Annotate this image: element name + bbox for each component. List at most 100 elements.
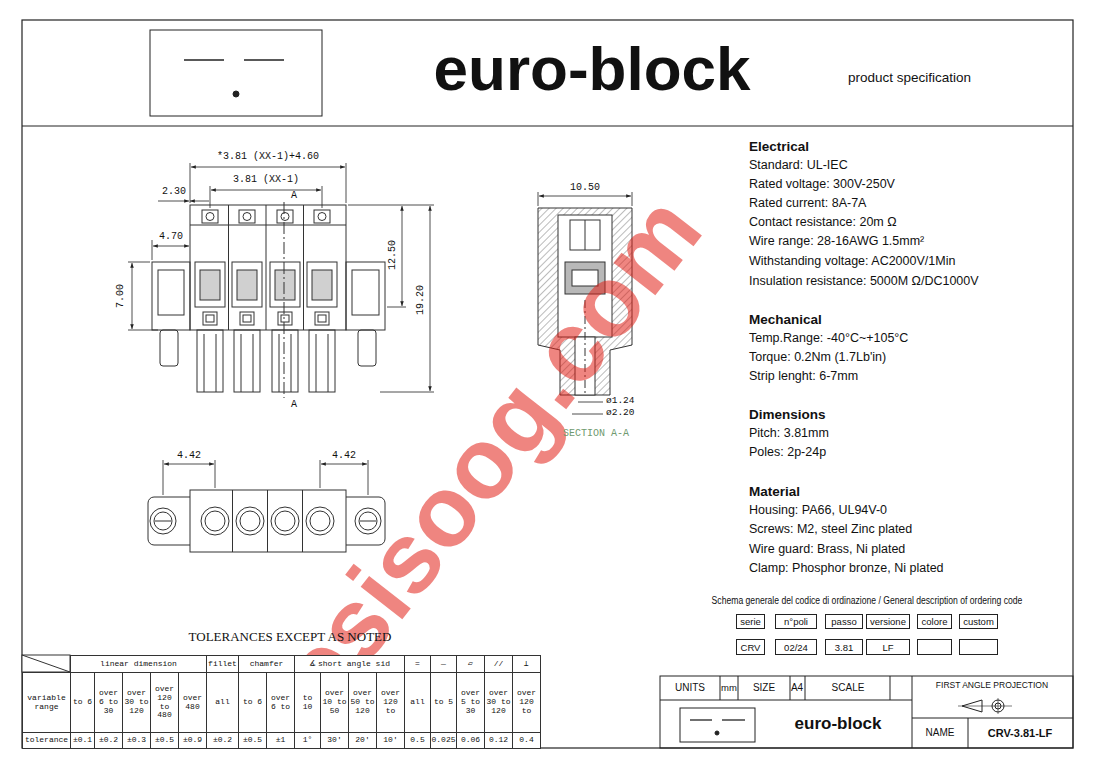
bottom-view-part bbox=[155, 521, 171, 522]
table-cell-text: to 5 bbox=[434, 698, 453, 707]
front-view-part bbox=[239, 210, 255, 223]
table-cell-text: all bbox=[410, 698, 424, 707]
table-cell: ∡short angle sid bbox=[294, 655, 405, 673]
table-cell: to 6 bbox=[70, 672, 95, 733]
code-box: custom bbox=[959, 614, 998, 629]
table-cell-text: 0.5 bbox=[410, 736, 424, 745]
title-block bbox=[660, 676, 1073, 748]
table-cell: 0.4 bbox=[512, 732, 541, 749]
front-view-part bbox=[243, 315, 251, 322]
front-view-part bbox=[266, 205, 267, 330]
spec-line: Clamp: Phosphor bronze, Ni plated bbox=[749, 561, 944, 575]
table-cell: 0.12 bbox=[484, 732, 513, 749]
front-view-part bbox=[206, 213, 214, 221]
title-block-text: SIZE bbox=[753, 682, 775, 694]
table-cell-text: ±0.1 bbox=[73, 736, 92, 745]
table-cell: over 10 to 50 bbox=[320, 672, 349, 733]
table-cell-text: ±0.2 bbox=[213, 736, 232, 745]
dimension-lines-part bbox=[539, 196, 631, 197]
front-view-part bbox=[190, 205, 346, 330]
code-box: LF bbox=[866, 639, 910, 655]
code-box: serie bbox=[736, 614, 765, 629]
title-block-text: A4 bbox=[791, 682, 803, 694]
subtitle: product specification bbox=[848, 70, 971, 86]
dimension-label: 4.70 bbox=[159, 231, 183, 243]
table-cell: ±0.1 bbox=[70, 732, 95, 749]
front-view-part bbox=[206, 315, 214, 322]
dimension-lines-part bbox=[322, 186, 323, 208]
section-view-part bbox=[538, 208, 632, 395]
section-title: SECTION A-A bbox=[563, 428, 629, 440]
code-text: 3.81 bbox=[835, 642, 854, 653]
bottom-view-part bbox=[201, 507, 229, 535]
dimension-lines-part bbox=[348, 205, 434, 206]
table-cell: 10' bbox=[376, 732, 405, 749]
front-view-part bbox=[272, 330, 298, 392]
front-view-part bbox=[203, 312, 217, 325]
front-view-part bbox=[307, 262, 337, 307]
code-text: custom bbox=[963, 616, 994, 627]
front-view-part bbox=[328, 334, 329, 392]
table-cell: over 50 to 120 bbox=[348, 672, 377, 733]
dimension-lines-part bbox=[321, 464, 367, 465]
section-view-part bbox=[585, 220, 586, 250]
table-cell: 20' bbox=[348, 732, 377, 749]
section-mark: A bbox=[291, 399, 297, 411]
section-view-part bbox=[585, 300, 586, 395]
table-cell-text: tolerance bbox=[25, 736, 68, 745]
front-view-part bbox=[204, 334, 205, 392]
table-cell: ⊥ bbox=[512, 655, 541, 673]
dimension-lines-part bbox=[632, 192, 633, 206]
section-view-part bbox=[572, 270, 598, 286]
table-cell: 30' bbox=[320, 732, 349, 749]
title-block-brand: euro-block bbox=[795, 714, 882, 734]
empty-code-box bbox=[959, 639, 998, 655]
dimension-label: 4.42 bbox=[177, 450, 201, 462]
bottom-view-part bbox=[271, 507, 299, 535]
table-cell-text: to 10 bbox=[296, 694, 319, 712]
spec-line: Withstanding voltage: AC2000V/1Min bbox=[749, 254, 955, 268]
code-text: LF bbox=[882, 642, 893, 653]
bottom-view-part bbox=[232, 490, 233, 552]
code-text: CRV bbox=[741, 642, 761, 653]
front-view-part bbox=[158, 270, 184, 315]
dimension-lines-part bbox=[158, 201, 189, 202]
sheet-frame-part bbox=[22, 126, 1073, 127]
code-text: n°poli bbox=[784, 616, 808, 627]
dimension-lines-part bbox=[152, 240, 153, 260]
table-cell: ±0.3 bbox=[122, 732, 151, 749]
dimension-lines-part bbox=[430, 206, 431, 391]
front-view-part bbox=[281, 315, 289, 322]
table-cell-text: ±0.3 bbox=[127, 736, 146, 745]
front-view-part bbox=[346, 262, 385, 330]
front-view-part bbox=[303, 205, 304, 330]
section-mark: A bbox=[291, 190, 297, 202]
front-view-part bbox=[240, 312, 254, 325]
table-cell: ±0.2 bbox=[94, 732, 123, 749]
spec-line: Pitch: 3.81mm bbox=[749, 426, 829, 440]
table-cell-text: over 30 to 120 bbox=[124, 689, 149, 715]
table-cell-text: chamfer bbox=[250, 660, 284, 669]
title-block-part bbox=[890, 676, 891, 700]
table-cell: ±0.9 bbox=[178, 732, 207, 749]
spec-line: Wire guard: Brass, Ni plated bbox=[749, 542, 905, 556]
table-cell: over 5 to 30 bbox=[456, 672, 485, 733]
spec-line: Wire range: 28-16AWG 1.5mm² bbox=[749, 234, 924, 248]
brand-title: euro-block bbox=[434, 38, 751, 100]
table-cell-text: 1° bbox=[303, 736, 313, 745]
title-block-text: mm bbox=[721, 683, 737, 694]
bottom-view-part bbox=[205, 511, 225, 531]
dimension-lines-part bbox=[320, 460, 321, 488]
title-block-part bbox=[720, 676, 721, 700]
title-block-text: UNITS bbox=[675, 682, 705, 694]
title-block-text: SCALE bbox=[832, 682, 865, 694]
front-view-part bbox=[318, 315, 326, 322]
front-view-part bbox=[190, 225, 346, 226]
table-cell-text: 30' bbox=[327, 736, 341, 745]
front-view-part bbox=[197, 330, 223, 392]
table-cell: over 6 to bbox=[266, 672, 295, 733]
dimension-lines-part bbox=[211, 190, 321, 191]
table-cell: to 5 bbox=[430, 672, 457, 733]
table-corner bbox=[22, 655, 70, 672]
dimension-lines-part bbox=[215, 460, 216, 488]
